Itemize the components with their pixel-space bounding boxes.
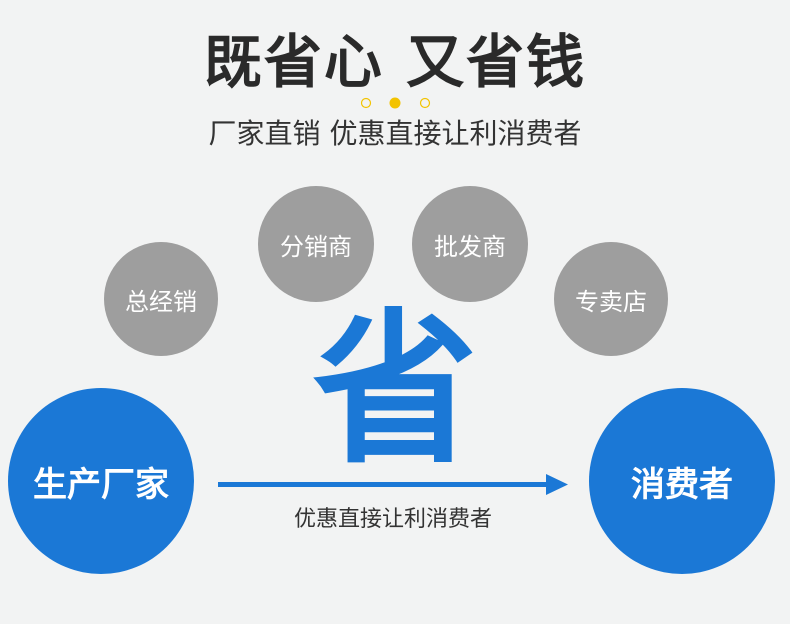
title-divider bbox=[145, 97, 645, 109]
consumer-label: 消费者 bbox=[631, 464, 733, 505]
arrow-right-icon bbox=[218, 474, 568, 495]
middleman-circle-general-distributor: 总经销 bbox=[104, 242, 218, 356]
manufacturer-circle: 生产厂家 bbox=[8, 388, 194, 574]
middleman-label: 专卖店 bbox=[575, 287, 647, 316]
middleman-circle-wholesaler: 批发商 bbox=[412, 186, 528, 302]
consumer-circle: 消费者 bbox=[589, 388, 775, 574]
manufacturer-label: 生产厂家 bbox=[33, 464, 169, 505]
middleman-label: 总经销 bbox=[125, 287, 197, 316]
arrow-label: 优惠直接让利消费者 bbox=[293, 507, 492, 532]
page-title: 既省心 又省钱 bbox=[203, 28, 587, 96]
page-subtitle: 厂家直销 优惠直接让利消费者 bbox=[208, 117, 582, 150]
middleman-label: 批发商 bbox=[434, 232, 506, 261]
middleman-circle-distributor: 分销商 bbox=[258, 186, 374, 302]
middleman-circle-retail-store: 专卖店 bbox=[554, 242, 668, 356]
middleman-label: 分销商 bbox=[280, 232, 352, 261]
save-character: 省 bbox=[312, 294, 478, 486]
